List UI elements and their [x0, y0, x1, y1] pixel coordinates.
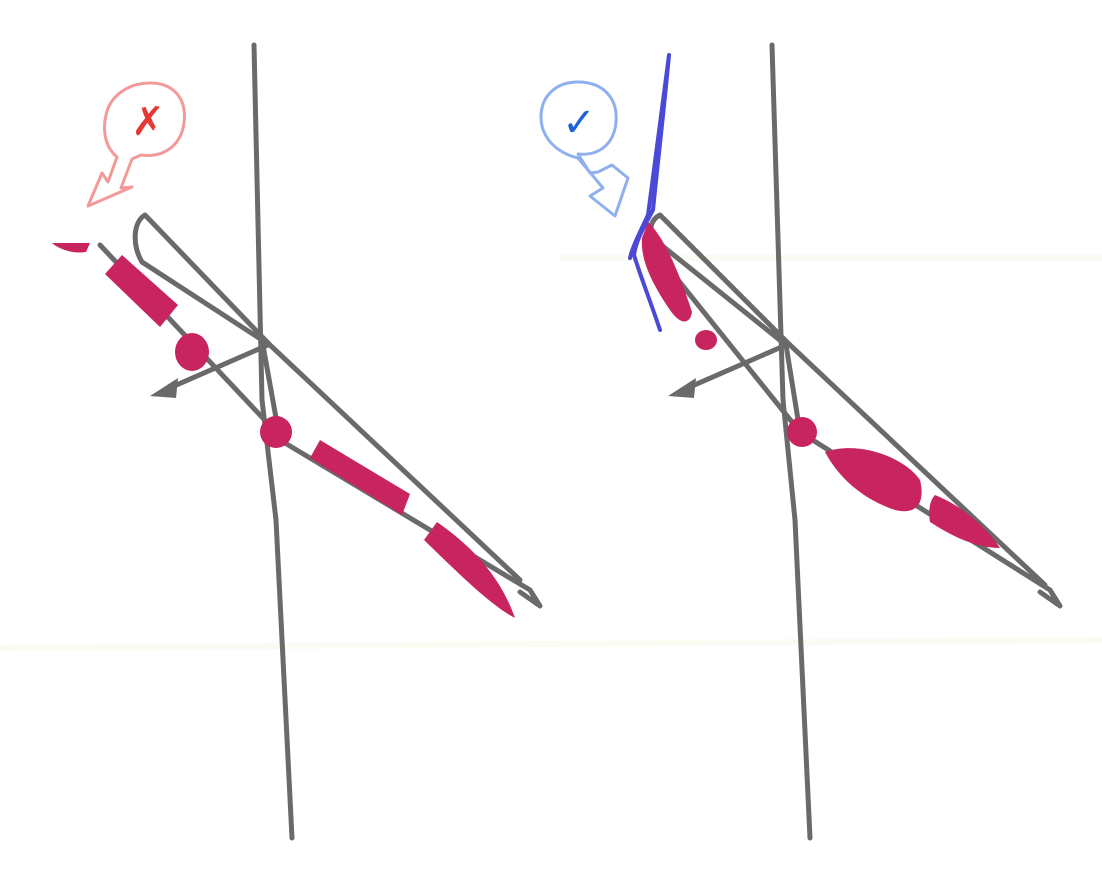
incorrect-head-segment: [52, 243, 90, 253]
incorrect-body-outline: [132, 212, 543, 609]
incorrect-arrow-shaft: [162, 342, 271, 393]
correct-arrow-head: [668, 378, 696, 398]
correct-hip-joint: [787, 417, 817, 447]
incorrect-callout: ✗: [86, 81, 186, 208]
incorrect-hip-joint: [260, 416, 292, 448]
incorrect-muscle-marks: [52, 243, 515, 618]
incorrect-callout-bubble: [86, 81, 186, 208]
correct-neck-joint: [695, 330, 717, 350]
correct-callout: ✓: [539, 80, 630, 218]
incorrect-shoulder-joint: [175, 333, 209, 371]
correct-vertical-axis: [769, 42, 813, 841]
correct-head-guide: [628, 53, 671, 332]
correct-calf-segment: [929, 495, 1000, 548]
correct-arrow-shaft: [680, 342, 789, 393]
correct-head-segment: [641, 222, 692, 322]
panel-correct: ✓: [539, 42, 1063, 841]
incorrect-vertical-axis: [251, 42, 295, 841]
correct-callout-bubble: [539, 80, 630, 218]
panel-incorrect: ✗: [52, 42, 543, 841]
correct-thigh-segment: [825, 448, 922, 512]
correct-muscle-marks: [641, 222, 1000, 548]
incorrect-thigh-segment: [310, 440, 410, 515]
correct-pencil-sketch: [647, 42, 1063, 841]
correct-mark: ✓: [562, 100, 596, 146]
incorrect-neck-segment: [105, 255, 178, 327]
incorrect-calf-segment: [424, 522, 515, 618]
incorrect-arrow-head: [150, 378, 178, 398]
incorrect-mark: ✗: [131, 99, 165, 145]
